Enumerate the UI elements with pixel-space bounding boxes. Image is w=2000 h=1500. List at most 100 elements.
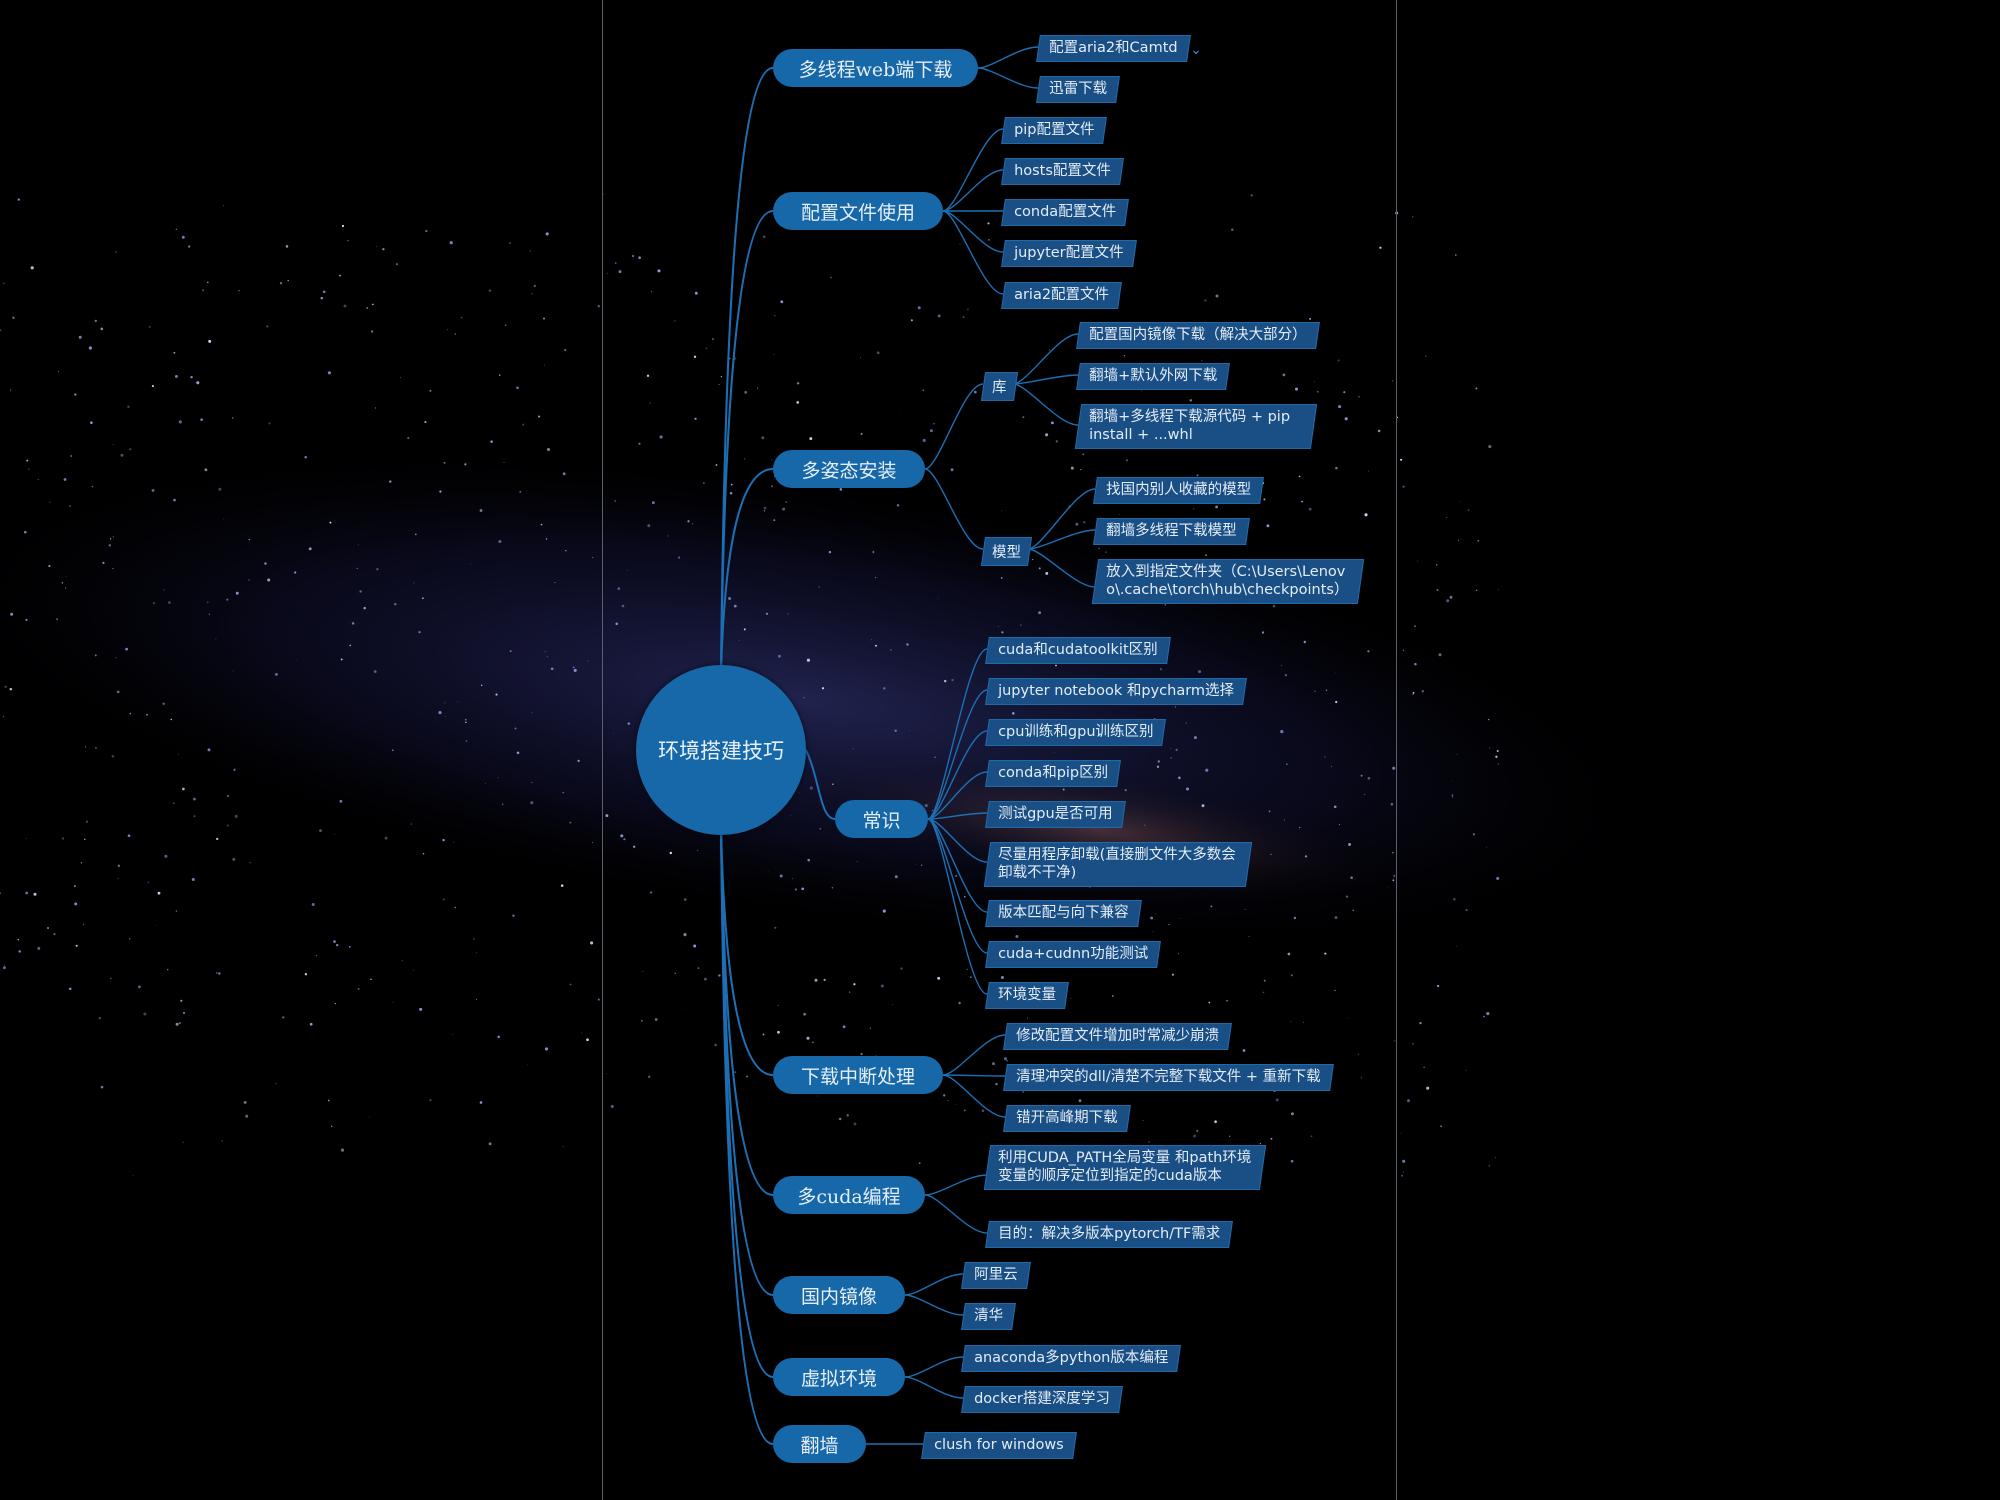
star [1185, 787, 1190, 791]
leaf-off-peak[interactable]: 错开高峰期下载 [1003, 1105, 1131, 1132]
leaf-cpu-gpu[interactable]: cpu训练和gpu训练区别 [985, 719, 1167, 746]
star [1290, 974, 1293, 977]
star [874, 576, 877, 579]
leaf-cuda-toolkit[interactable]: cuda和cudatoolkit区别 [985, 637, 1171, 664]
star [218, 972, 221, 975]
star [947, 1099, 949, 1102]
star [296, 659, 297, 661]
star [488, 289, 492, 292]
leaf-aliyun[interactable]: 阿里云 [961, 1262, 1031, 1289]
leaf-uninstall[interactable]: 尽量用程序卸载(直接删文件大多数会卸载不干净) [983, 842, 1253, 887]
star [642, 971, 644, 973]
star [597, 998, 600, 1001]
star [341, 224, 345, 228]
star [728, 597, 732, 600]
connector-line [720, 826, 774, 1445]
star [37, 946, 41, 950]
star [1364, 794, 1366, 796]
branch-vpn[interactable]: 翻墙 [773, 1425, 866, 1463]
leaf-jupyter-config[interactable]: jupyter配置文件 [1001, 240, 1137, 267]
star [796, 401, 799, 404]
star [807, 858, 810, 862]
star [540, 523, 543, 526]
star [94, 319, 97, 323]
leaf-vpn-multithread-pip[interactable]: 翻墙+多线程下载源代码 + pip install + ...whl [1074, 404, 1318, 449]
leaf-cuda-path[interactable]: 利用CUDA_PATH全局变量 和path环境变量的顺序定位到指定的cuda版本 [983, 1145, 1267, 1190]
connector-line [904, 1273, 964, 1296]
leaf-docker[interactable]: docker搭建深度学习 [961, 1386, 1123, 1413]
leaf-cudnn-test[interactable]: cuda+cudnn功能测试 [985, 941, 1162, 968]
star [744, 391, 748, 394]
star [1302, 1021, 1304, 1023]
leaf-label: 尽量用程序卸载(直接删文件大多数会卸载不干净) [998, 847, 1236, 881]
chevron-down-icon[interactable]: ⌄ [1190, 42, 1202, 58]
star [449, 241, 453, 245]
subgroup-model[interactable]: 模型 [980, 537, 1033, 566]
leaf-jupyter-pycharm[interactable]: jupyter notebook 和pycharm选择 [985, 678, 1247, 705]
leaf-aria2-camtd[interactable]: 配置aria2和Camtd [1036, 35, 1191, 62]
star [1402, 1159, 1406, 1163]
connector-line [924, 468, 984, 550]
branch-multithread-download[interactable]: 多线程web端下载 [773, 49, 978, 87]
connector-line [927, 812, 988, 820]
branch-domestic-mirror[interactable]: 国内镜像 [773, 1276, 905, 1314]
leaf-test-gpu[interactable]: 测试gpu是否可用 [985, 801, 1126, 828]
leaf-hosts-config[interactable]: hosts配置文件 [1001, 158, 1124, 185]
star [1402, 649, 1405, 652]
subgroup-library[interactable]: 库 [980, 372, 1018, 401]
star [705, 347, 708, 350]
root-topic[interactable]: 环境搭建技巧 [636, 665, 806, 835]
star [167, 969, 169, 971]
star [24, 530, 27, 534]
star [756, 387, 759, 389]
star [1214, 1120, 1217, 1124]
leaf-env-vars[interactable]: 环境变量 [985, 982, 1069, 1009]
star [395, 263, 398, 266]
star [1119, 513, 1120, 515]
star [1259, 1143, 1261, 1145]
leaf-aria2-config[interactable]: aria2配置文件 [1001, 282, 1122, 309]
star [615, 622, 618, 626]
leaf-clean-conflict[interactable]: 清理冲突的dll/清楚不完整下载文件 + 重新下载 [1003, 1064, 1334, 1091]
branch-common-knowledge[interactable]: 常识 [835, 800, 928, 838]
leaf-pip-config[interactable]: pip配置文件 [1001, 117, 1108, 144]
leaf-vpn-default[interactable]: 翻墙+默认外网下载 [1076, 363, 1231, 390]
star [1193, 1134, 1197, 1138]
leaf-vpn-model-download[interactable]: 翻墙多线程下载模型 [1093, 518, 1250, 545]
star [814, 978, 818, 982]
leaf-clash[interactable]: clush for windows [921, 1432, 1077, 1459]
star [287, 279, 289, 282]
star [922, 389, 924, 391]
leaf-domestic-mirror[interactable]: 配置国内镜像下载（解决大部分） [1076, 322, 1320, 349]
star [115, 251, 117, 253]
connector-line [942, 210, 1004, 295]
leaf-modify-config[interactable]: 修改配置文件增加时常减少崩溃 [1003, 1023, 1232, 1050]
leaf-model-folder[interactable]: 放入到指定文件夹（C:\Users\Lenovo\.cache\torch\hu… [1091, 559, 1365, 604]
star [1357, 1053, 1359, 1055]
star [967, 308, 969, 311]
star [425, 230, 428, 233]
leaf-anaconda[interactable]: anaconda多python版本编程 [961, 1345, 1182, 1372]
leaf-label: clush for windows [934, 1437, 1064, 1453]
branch-multi-cuda[interactable]: 多cuda编程 [773, 1176, 925, 1214]
star [1055, 664, 1057, 667]
leaf-label: 翻墙+默认外网下载 [1089, 368, 1218, 384]
branch-config-files[interactable]: 配置文件使用 [773, 192, 943, 230]
leaf-find-models[interactable]: 找国内别人收藏的模型 [1093, 477, 1264, 504]
star [787, 613, 789, 615]
star [1168, 924, 1170, 926]
leaf-conda-pip[interactable]: conda和pip区别 [985, 760, 1121, 787]
branch-multi-install[interactable]: 多姿态安装 [773, 450, 925, 488]
star [1331, 766, 1332, 768]
branch-virtual-env[interactable]: 虚拟环境 [773, 1358, 905, 1396]
leaf-version-match[interactable]: 版本匹配与向下兼容 [985, 900, 1142, 927]
leaf-purpose[interactable]: 目的：解决多版本pytorch/TF需求 [985, 1221, 1234, 1248]
branch-download-interrupt[interactable]: 下载中断处理 [773, 1056, 943, 1094]
star [830, 276, 832, 279]
star [853, 983, 856, 986]
leaf-label: conda和pip区别 [998, 765, 1109, 781]
leaf-conda-config[interactable]: conda配置文件 [1001, 199, 1130, 226]
leaf-xunlei[interactable]: 迅雷下载 [1036, 76, 1120, 103]
leaf-tsinghua[interactable]: 清华 [961, 1303, 1016, 1330]
star [208, 339, 212, 343]
